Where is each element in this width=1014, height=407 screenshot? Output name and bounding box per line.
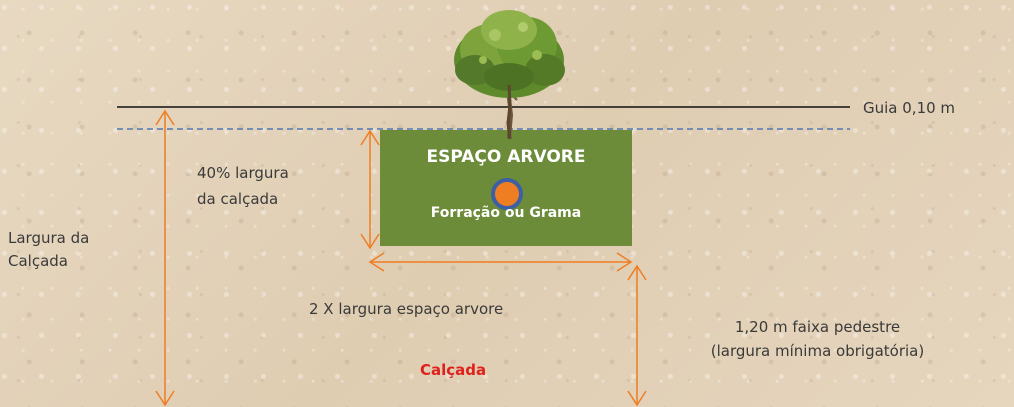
percent-label-line1: 40% largura — [197, 164, 289, 182]
pedestrian-strip-label-line2: (largura mínima obrigatória) — [710, 342, 925, 360]
pedestrian-strip-label-line1: 1,20 m faixa pedestre — [734, 318, 901, 336]
tree-illustration — [454, 10, 565, 140]
curb-label: Guia 0,10 m — [863, 99, 956, 117]
tree-space-height-arrow — [360, 129, 380, 250]
double-width-label: 2 X largura espaço arvore — [309, 300, 504, 318]
sidewalk-width-label-line1: Largura da — [8, 229, 90, 247]
sidewalk-title: Calçada — [420, 361, 487, 379]
sidewalk-width-arrow — [155, 109, 175, 407]
pedestrian-strip-arrow — [627, 264, 647, 407]
sidewalk-width-label-line2: Calçada — [8, 252, 68, 270]
tree-space-width-arrow — [368, 252, 633, 272]
percent-label-line2: da calçada — [197, 190, 279, 208]
tree-space-subtitle: Forração ou Grama — [430, 205, 582, 221]
trunk-marker-icon — [491, 178, 523, 210]
tree-space-title: ESPAÇO ARVORE — [426, 147, 586, 167]
